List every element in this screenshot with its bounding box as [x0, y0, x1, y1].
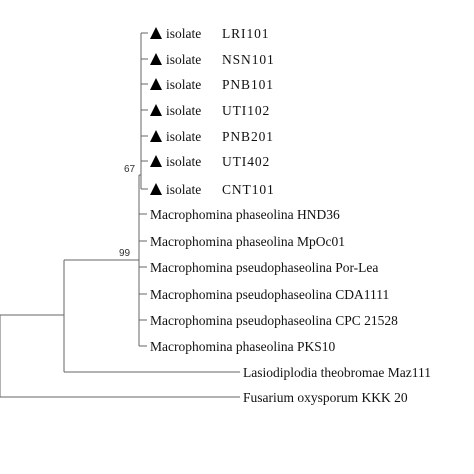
isolate-prefix: isolate: [166, 154, 201, 169]
reference-leaves: Macrophomina phaseolina HND36 Macrophomi…: [150, 207, 398, 354]
triangle-icon: [150, 27, 162, 39]
triangle-icon: [150, 183, 162, 195]
bootstrap-value-99: 99: [119, 248, 131, 259]
isolate-leaves: isolate LRI101 isolate NSN101 isolate PN…: [150, 26, 275, 197]
bootstrap-values: 67 99: [119, 164, 136, 259]
leaf-isolate-3: isolate PNB101: [150, 77, 274, 92]
isolate-prefix: isolate: [166, 129, 201, 144]
isolate-code: NSN101: [222, 52, 275, 67]
leaf-label: isolate UTI402: [166, 154, 270, 169]
leaf-label: isolate PNB201: [166, 129, 274, 144]
leaf-label: isolate LRI101: [166, 26, 269, 41]
bootstrap-value-67: 67: [124, 164, 136, 175]
leaf-macrophomina-phaseolina-hnd36: Macrophomina phaseolina HND36: [150, 207, 340, 222]
isolate-prefix: isolate: [166, 182, 201, 197]
leaf-isolate-7: isolate CNT101: [150, 182, 275, 197]
leaf-isolate-5: isolate PNB201: [150, 129, 274, 144]
leaf-label: isolate CNT101: [166, 182, 275, 197]
leaf-macrophomina-pseudophaseolina-cda1111: Macrophomina pseudophaseolina CDA1111: [150, 287, 389, 302]
isolate-code: PNB201: [222, 129, 274, 144]
isolate-code: LRI101: [222, 26, 269, 41]
isolate-prefix: isolate: [166, 26, 201, 41]
leaf-macrophomina-phaseolina-mpoc01: Macrophomina phaseolina MpOc01: [150, 234, 345, 249]
triangle-icon: [150, 130, 162, 142]
triangle-icon: [150, 53, 162, 65]
leaf-isolate-2: isolate NSN101: [150, 52, 275, 67]
leaf-isolate-6: isolate UTI402: [150, 154, 270, 169]
isolate-code: UTI102: [222, 103, 270, 118]
leaf-label: isolate UTI102: [166, 103, 270, 118]
triangle-icon: [150, 104, 162, 116]
isolate-prefix: isolate: [166, 52, 201, 67]
leaf-fusarium-oxysporum-kkk20: Fusarium oxysporum KKK 20: [243, 390, 408, 405]
isolate-code: UTI402: [222, 154, 270, 169]
isolate-code: CNT101: [222, 182, 275, 197]
outgroup-leaves: Lasiodiplodia theobromae Maz111 Fusarium…: [243, 365, 431, 405]
leaf-lasiodiplodia-theobromae-maz111: Lasiodiplodia theobromae Maz111: [243, 365, 431, 380]
isolate-prefix: isolate: [166, 103, 201, 118]
triangle-icon: [150, 155, 162, 167]
leaf-label: isolate PNB101: [166, 77, 274, 92]
leaf-isolate-4: isolate UTI102: [150, 103, 270, 118]
isolate-prefix: isolate: [166, 77, 201, 92]
isolate-code: PNB101: [222, 77, 274, 92]
leaf-macrophomina-pseudophaseolina-cpc21528: Macrophomina pseudophaseolina CPC 21528: [150, 313, 398, 328]
leaf-macrophomina-phaseolina-pks10: Macrophomina phaseolina PKS10: [150, 339, 335, 354]
tree-branches: [0, 32, 240, 398]
triangle-icon: [150, 78, 162, 90]
leaf-isolate-1: isolate LRI101: [150, 26, 269, 41]
leaf-label: isolate NSN101: [166, 52, 275, 67]
leaf-macrophomina-pseudophaseolina-por-lea: Macrophomina pseudophaseolina Por-Lea: [150, 260, 378, 275]
